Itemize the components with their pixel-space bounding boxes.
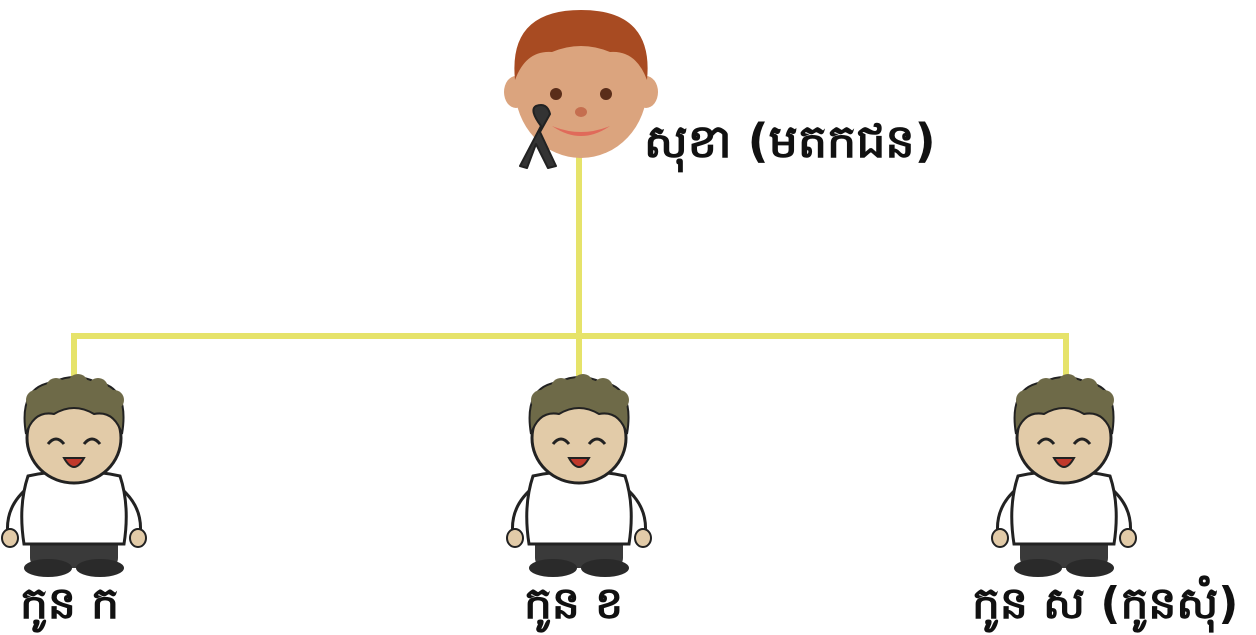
connector-lines bbox=[71, 155, 1069, 383]
parent-name-label: សុខា (មតកជន) bbox=[644, 114, 936, 168]
mourning-ribbon-icon bbox=[519, 104, 557, 169]
child-b-figure-icon bbox=[505, 372, 653, 579]
parent-person-icon bbox=[504, 10, 658, 158]
child-b-name-label: កូន ខ bbox=[524, 578, 624, 629]
child-a-figure-icon bbox=[0, 372, 148, 579]
child-c-figure-icon bbox=[990, 372, 1138, 579]
child-c-name-label: កូន ស (កូនសុំ) bbox=[972, 578, 1239, 629]
child-a-name-label: កូន ក bbox=[20, 578, 120, 629]
